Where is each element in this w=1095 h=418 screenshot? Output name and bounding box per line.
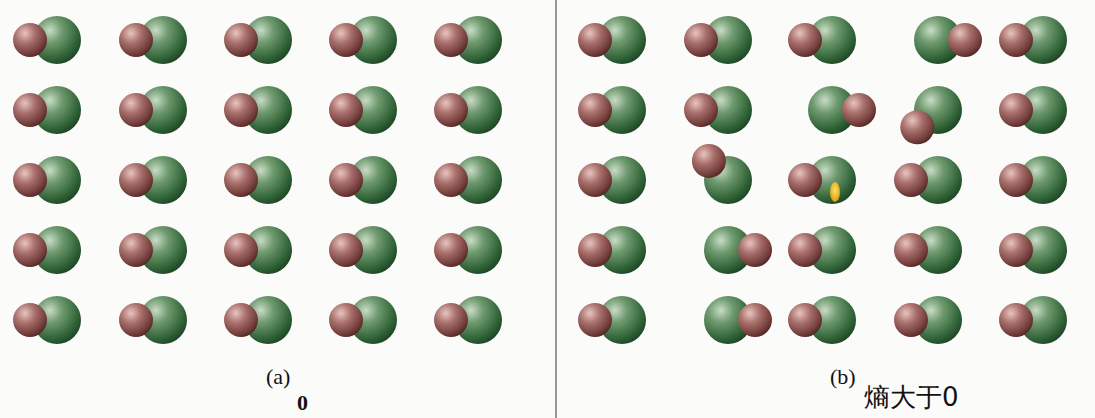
hydrogen-atom	[900, 110, 934, 144]
hydrogen-atom	[788, 23, 822, 57]
panel-divider	[555, 0, 556, 418]
hydrogen-atom	[13, 93, 47, 127]
hydrogen-atom	[999, 23, 1033, 57]
hydrogen-atom	[13, 233, 47, 267]
hydrogen-atom	[224, 163, 258, 197]
hydrogen-atom	[434, 23, 468, 57]
hydrogen-atom	[119, 303, 153, 337]
hydrogen-atom	[578, 23, 612, 57]
hydrogen-atom	[999, 163, 1033, 197]
hydrogen-atom	[224, 303, 258, 337]
hydrogen-atom	[842, 93, 876, 127]
hydrogen-atom	[224, 93, 258, 127]
hydrogen-atom	[224, 233, 258, 267]
hydrogen-atom	[684, 23, 718, 57]
hydrogen-atom	[999, 233, 1033, 267]
panel-label: (b)	[830, 366, 856, 388]
hydrogen-atom	[684, 93, 718, 127]
hydrogen-atom	[13, 303, 47, 337]
hydrogen-atom	[434, 233, 468, 267]
hydrogen-atom	[578, 233, 612, 267]
hydrogen-atom	[119, 93, 153, 127]
hydrogen-atom	[119, 233, 153, 267]
hydrogen-atom	[738, 303, 772, 337]
hydrogen-atom	[119, 163, 153, 197]
hydrogen-atom	[13, 163, 47, 197]
hydrogen-atom	[999, 303, 1033, 337]
entropy-note: 熵大于0	[864, 384, 959, 410]
hydrogen-atom	[578, 93, 612, 127]
hydrogen-atom	[738, 233, 772, 267]
entropy-value: 0	[297, 392, 308, 414]
hydrogen-atom	[894, 303, 928, 337]
hydrogen-atom	[329, 233, 363, 267]
hydrogen-atom	[329, 303, 363, 337]
hydrogen-atom	[788, 233, 822, 267]
hydrogen-atom	[434, 163, 468, 197]
hydrogen-atom	[692, 144, 726, 178]
hydrogen-atom	[434, 93, 468, 127]
hydrogen-atom	[999, 93, 1033, 127]
hydrogen-atom	[894, 233, 928, 267]
panel-label: (a)	[266, 366, 290, 388]
hydrogen-atom	[119, 23, 153, 57]
hydrogen-atom	[329, 93, 363, 127]
hydrogen-atom	[788, 303, 822, 337]
hydrogen-atom	[224, 23, 258, 57]
hydrogen-atom	[329, 23, 363, 57]
hydrogen-atom	[13, 23, 47, 57]
defect-highlight	[830, 182, 840, 202]
hydrogen-atom	[578, 303, 612, 337]
hydrogen-atom	[578, 163, 612, 197]
hydrogen-atom	[894, 163, 928, 197]
hydrogen-atom	[788, 163, 822, 197]
hydrogen-atom	[329, 163, 363, 197]
hydrogen-atom	[434, 303, 468, 337]
hydrogen-atom	[948, 23, 982, 57]
